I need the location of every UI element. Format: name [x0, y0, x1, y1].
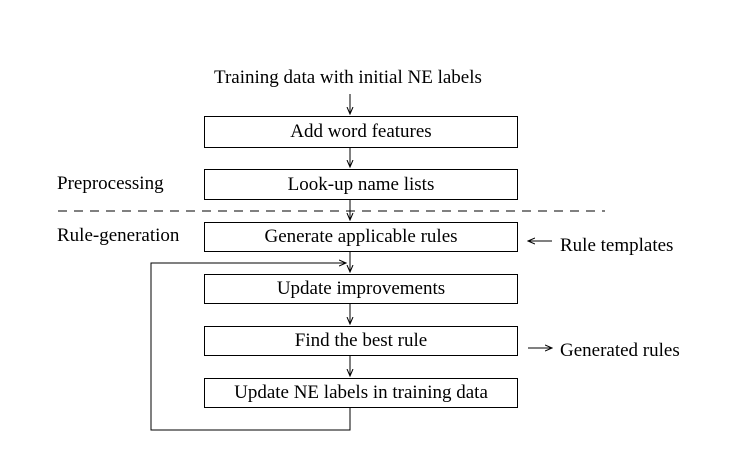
step-add-word-features: Add word features	[204, 116, 518, 148]
input-label: Training data with initial NE labels	[214, 67, 482, 88]
phase-label-rule-generation: Rule-generation	[57, 225, 180, 246]
phase-label-preprocessing: Preprocessing	[57, 173, 164, 194]
step-update-ne-labels: Update NE labels in training data	[204, 378, 518, 408]
feedback-loop-arrow	[150, 263, 351, 431]
step-generate-applicable-rules: Generate applicable rules	[204, 222, 518, 252]
side-label-rule-templates: Rule templates	[560, 235, 674, 256]
step-update-improvements: Update improvements	[204, 274, 518, 304]
step-look-up-name-lists: Look-up name lists	[204, 169, 518, 200]
step-find-best-rule: Find the best rule	[204, 326, 518, 356]
side-label-generated-rules: Generated rules	[560, 340, 680, 361]
